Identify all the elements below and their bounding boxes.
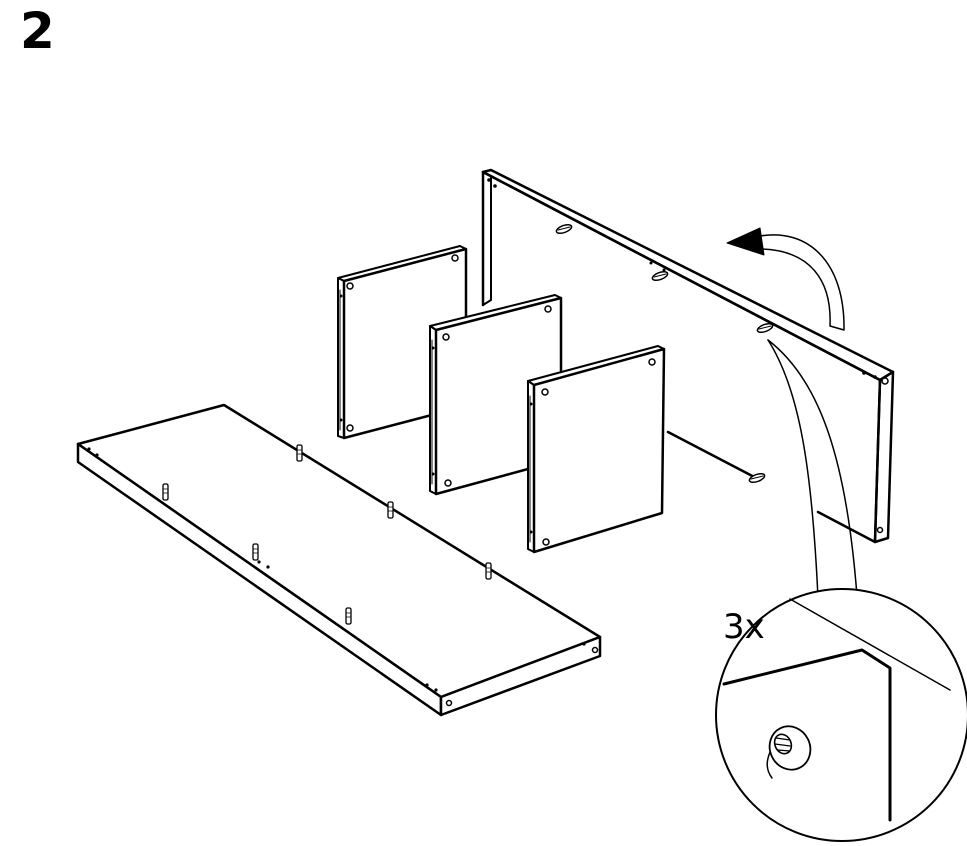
cam-fitting — [555, 223, 573, 235]
back-panel — [481, 168, 895, 544]
rotate-arrow-icon — [726, 227, 845, 331]
dowel-icon — [296, 444, 303, 462]
cam-fitting — [756, 322, 774, 334]
dowel-icon — [387, 501, 394, 519]
dowel-icon — [345, 607, 352, 625]
dowel-icon — [485, 562, 492, 580]
quantity-label: 3x — [723, 607, 765, 647]
divider-right — [527, 345, 666, 554]
magnifier-callout-icon — [715, 339, 967, 842]
dowel-icon — [162, 483, 169, 501]
cam-lock-icon — [766, 725, 812, 779]
base-panel — [76, 403, 602, 717]
cam-fitting — [748, 472, 766, 484]
dowel-icon — [252, 543, 259, 561]
cam-fitting — [651, 270, 669, 282]
step-number: 2 — [20, 2, 55, 60]
